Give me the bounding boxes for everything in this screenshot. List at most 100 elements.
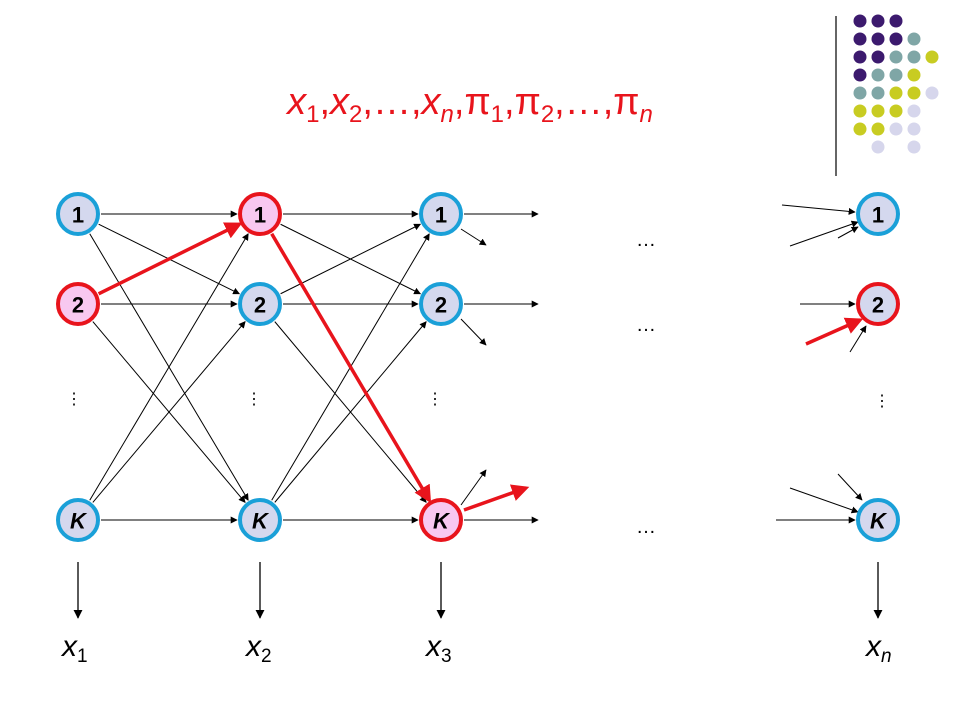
decorative-dot [853, 122, 867, 136]
highlighted-edge [270, 232, 432, 504]
node-label: 2 [254, 293, 266, 318]
node-label: 2 [435, 293, 447, 318]
title-part: ,…, [554, 81, 613, 123]
node-label: 1 [435, 203, 447, 228]
emission-labels: x1 x2 x3 xn [60, 630, 892, 667]
highlighted-edge [463, 484, 530, 512]
horizontal-ellipsis-rowK: … [636, 516, 656, 538]
transition-edge [837, 226, 859, 239]
horizontal-ellipsis-row2: … [636, 314, 656, 336]
decorative-dot [853, 50, 867, 64]
node-circle [238, 282, 282, 326]
decorative-dot [871, 140, 885, 154]
node-label: 1 [254, 203, 266, 228]
node-label: 2 [872, 293, 884, 318]
transition-edge [280, 223, 422, 295]
decorative-dot [907, 86, 921, 100]
node-label: K [870, 509, 888, 534]
vertical-ellipsis-col1: ⋮ [66, 391, 82, 408]
decorative-dot [907, 50, 921, 64]
transition-edge [92, 321, 246, 503]
node-label: 2 [72, 293, 84, 318]
transition-edges [89, 204, 867, 524]
node-circle [56, 192, 100, 236]
title-part: , [454, 81, 465, 123]
decorative-dot [889, 68, 903, 82]
title-part: , [319, 81, 330, 123]
node-col3-state1: 1 [419, 192, 463, 236]
decorative-dot [925, 50, 939, 64]
sequence-title: x1,x2,…,xn,π1,π2,…,πn [285, 81, 653, 128]
node-col2-state2: 2 [238, 282, 282, 326]
decorative-dot-grid [853, 14, 939, 154]
decorative-dot [889, 50, 903, 64]
node-label: K [252, 509, 270, 534]
node-circle [419, 282, 463, 326]
title-part: , [504, 81, 515, 123]
node-label: K [70, 509, 88, 534]
node-coln-stateK: K [856, 498, 900, 542]
title-part: 1 [491, 101, 504, 128]
title-part: 1 [306, 101, 319, 128]
node-circle [419, 498, 463, 542]
decorative-dot [889, 32, 903, 46]
node-col3-stateK: K [419, 498, 463, 542]
decorative-dot [871, 50, 885, 64]
transition-edge [460, 318, 487, 346]
node-col3-state2: 2 [419, 282, 463, 326]
state-nodes: 1 2 K 1 2 K 1 2 [56, 192, 900, 542]
transition-edge [837, 473, 863, 501]
node-circle [56, 498, 100, 542]
decorative-dot [907, 140, 921, 154]
node-circle [238, 498, 282, 542]
title-part: π [464, 81, 490, 123]
decorative-dot [853, 14, 867, 28]
node-label: 1 [872, 203, 884, 228]
vertical-ellipsis-col2: ⋮ [246, 391, 262, 408]
decorative-dot [853, 86, 867, 100]
node-col2-stateK: K [238, 498, 282, 542]
highlighted-edge [97, 222, 243, 296]
decorative-dot [853, 104, 867, 118]
highlighted-state-path [97, 222, 864, 512]
decorative-dot [871, 32, 885, 46]
decorative-dot [889, 86, 903, 100]
decorative-dot [889, 122, 903, 136]
title-part: x [420, 81, 443, 123]
transition-edge [460, 469, 487, 506]
decorative-dot [871, 14, 885, 28]
title-part: n [441, 101, 454, 128]
decorative-dot [871, 122, 885, 136]
title-part: 2 [349, 101, 362, 128]
decorative-dot [907, 104, 921, 118]
decorative-dot [871, 86, 885, 100]
node-circle [56, 282, 100, 326]
node-circle [238, 192, 282, 236]
node-circle [856, 192, 900, 236]
title-part: 2 [541, 101, 554, 128]
decorative-dot [925, 86, 939, 100]
emission-arrows [73, 562, 883, 619]
transition-edge [274, 321, 427, 503]
node-label: 1 [72, 203, 84, 228]
output-label-xn: xn [864, 630, 892, 667]
title-part: π [515, 81, 541, 123]
decorative-dot [889, 14, 903, 28]
node-col1-state1: 1 [56, 192, 100, 236]
horizontal-ellipsis-row1: … [636, 229, 656, 251]
transition-edge [460, 228, 487, 246]
output-label-x2: x2 [244, 630, 272, 667]
title-part: π [613, 81, 639, 123]
decorative-dot [871, 68, 885, 82]
node-col1-state2: 2 [56, 282, 100, 326]
transition-edge [789, 487, 859, 514]
highlighted-edge [805, 317, 864, 346]
node-circle [856, 282, 900, 326]
node-coln-state2: 2 [856, 282, 900, 326]
node-col2-state1: 1 [238, 192, 282, 236]
node-col1-stateK: K [56, 498, 100, 542]
decorative-dot [871, 104, 885, 118]
vertical-ellipsis-coln: ⋮ [874, 393, 890, 410]
output-label-x1: x1 [60, 630, 88, 667]
